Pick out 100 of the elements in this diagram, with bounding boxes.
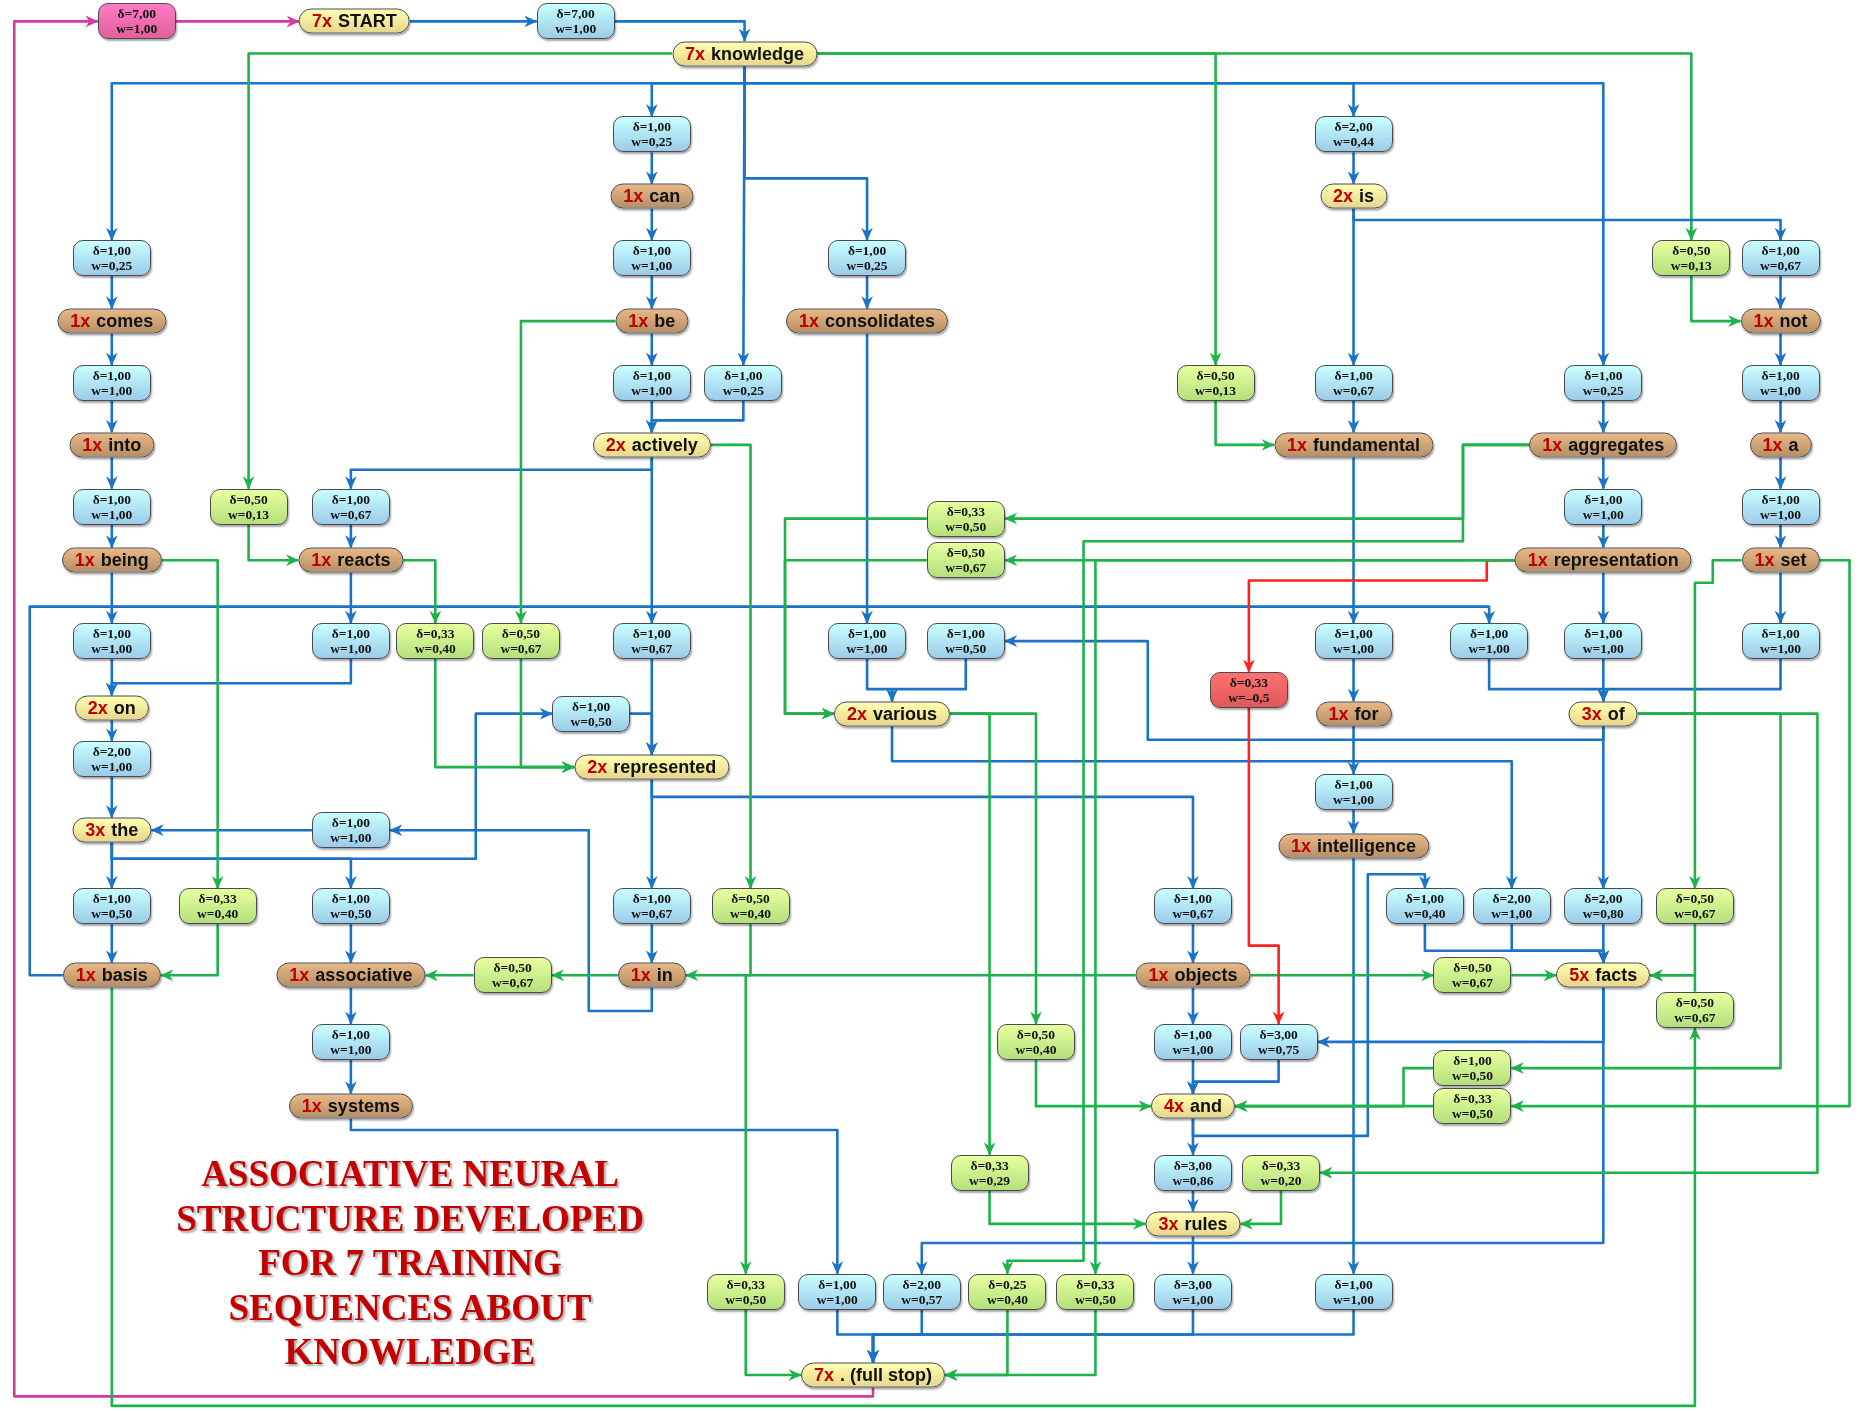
weight-value: w=1,00 [329,830,373,846]
count-label: 1x [311,549,332,570]
weight-value: w=0,67 [499,641,543,657]
arrow [645,152,658,185]
delta-value: δ=1,00 [330,815,372,831]
arrow [1247,707,1285,1025]
delta-value: δ=1,00 [1452,1053,1493,1069]
word-node [615,308,689,334]
arrow [614,20,751,42]
weight-node [612,888,691,925]
arrow [551,969,618,982]
delta-value: δ=1,00 [1468,626,1510,642]
weight-value: w=1,00 [1581,506,1625,522]
delta-value: δ=1,00 [945,626,986,642]
weight-node [1153,1154,1232,1191]
arrow [1187,1190,1199,1213]
arrow [645,924,658,964]
delta-value: δ=0,50 [492,960,533,976]
delta-value: δ=7,00 [555,6,596,22]
arrow [105,572,118,624]
arrow [1597,401,1610,433]
weight-node [1314,774,1393,811]
word-label: the [111,819,139,840]
weight-value: w=1,00 [815,1291,859,1307]
weight-value: w=1,00 [115,21,159,37]
arrow [110,987,1701,1408]
weight-value: w=1,00 [90,758,134,774]
count-label: 1x [1287,434,1308,455]
delta-value: δ=1,00 [846,243,888,259]
weight-value: w=0,50 [1073,1291,1117,1307]
arrow [1187,1059,1280,1095]
word-label: of [1607,703,1625,724]
weight-value: w=0,40 [196,906,240,922]
delta-value: δ=0,33 [1075,1276,1116,1292]
weight-node [72,740,151,777]
word-node [801,1362,945,1388]
word-label: facts [1595,964,1638,985]
arrow [950,712,996,1156]
arrow [1034,1059,1152,1112]
count-label: 1x [1527,549,1548,570]
weight-node [1655,991,1734,1028]
arrow [645,401,745,433]
count-label: 1x [82,434,103,455]
arrow [1347,152,1360,185]
word-node [592,432,711,458]
count-label: 2x [847,703,868,724]
weight-node [72,623,151,660]
delta-value: δ=1,00 [330,891,372,907]
delta-value: δ=0,50 [1671,243,1712,259]
count-label: 1x [1754,549,1775,570]
arrow [1347,659,1360,702]
arrow [1774,333,1787,366]
arrow [409,15,538,28]
arrow [105,776,118,819]
delta-value: δ=1,00 [1404,891,1446,907]
arrow [1597,457,1610,490]
arrow [403,558,442,624]
weight-node [1655,888,1734,925]
count-label: 3x [1158,1213,1179,1234]
weight-node [72,488,151,525]
arrow [1239,1190,1283,1230]
arrow [105,401,118,433]
word-node [1741,547,1820,573]
arrow [685,924,752,982]
weight-value: w=0,40 [1014,1041,1058,1057]
delta-value: δ=0,50 [1674,994,1716,1010]
word-label: systems [327,1095,400,1116]
delta-value: δ=0,33 [1260,1157,1302,1173]
count-label: 2x [605,434,626,455]
word-label: actively [631,434,698,455]
weight-value: w=1,00 [1759,383,1803,398]
word-node [276,962,426,988]
arrow [1774,401,1787,433]
arrow [1187,987,1199,1025]
weight-node [536,3,615,40]
arrow [345,524,357,549]
weight-value: w=0,25 [90,258,134,274]
delta-value: δ=0,33 [1228,674,1270,690]
arrow [345,1059,357,1095]
arrow [345,572,357,624]
weight-value: w=1,00 [1467,641,1511,657]
weight-value: w=0,67 [1759,258,1803,274]
weight-value: w=1,00 [90,383,134,398]
arrow [105,524,118,549]
word-label: set [1780,549,1807,570]
word-label: and [1190,1095,1222,1116]
weight-node [704,365,783,401]
weight-value: w=0,29 [968,1172,1012,1188]
word-label: consolidates [825,310,936,331]
delta-value: δ=1,00 [817,1276,858,1292]
weight-value: w=0,20 [1259,1172,1303,1188]
weight-node [1239,1023,1318,1060]
weight-value: w=0,40 [985,1291,1029,1307]
weight-value: w=0,40 [413,641,457,657]
delta-value: δ=0,50 [1015,1026,1057,1042]
weight-value: w=0,67 [630,641,674,657]
weight-node [1433,957,1512,994]
arrow [110,707,553,861]
word-node [1145,1211,1241,1237]
arrow [650,779,1199,889]
